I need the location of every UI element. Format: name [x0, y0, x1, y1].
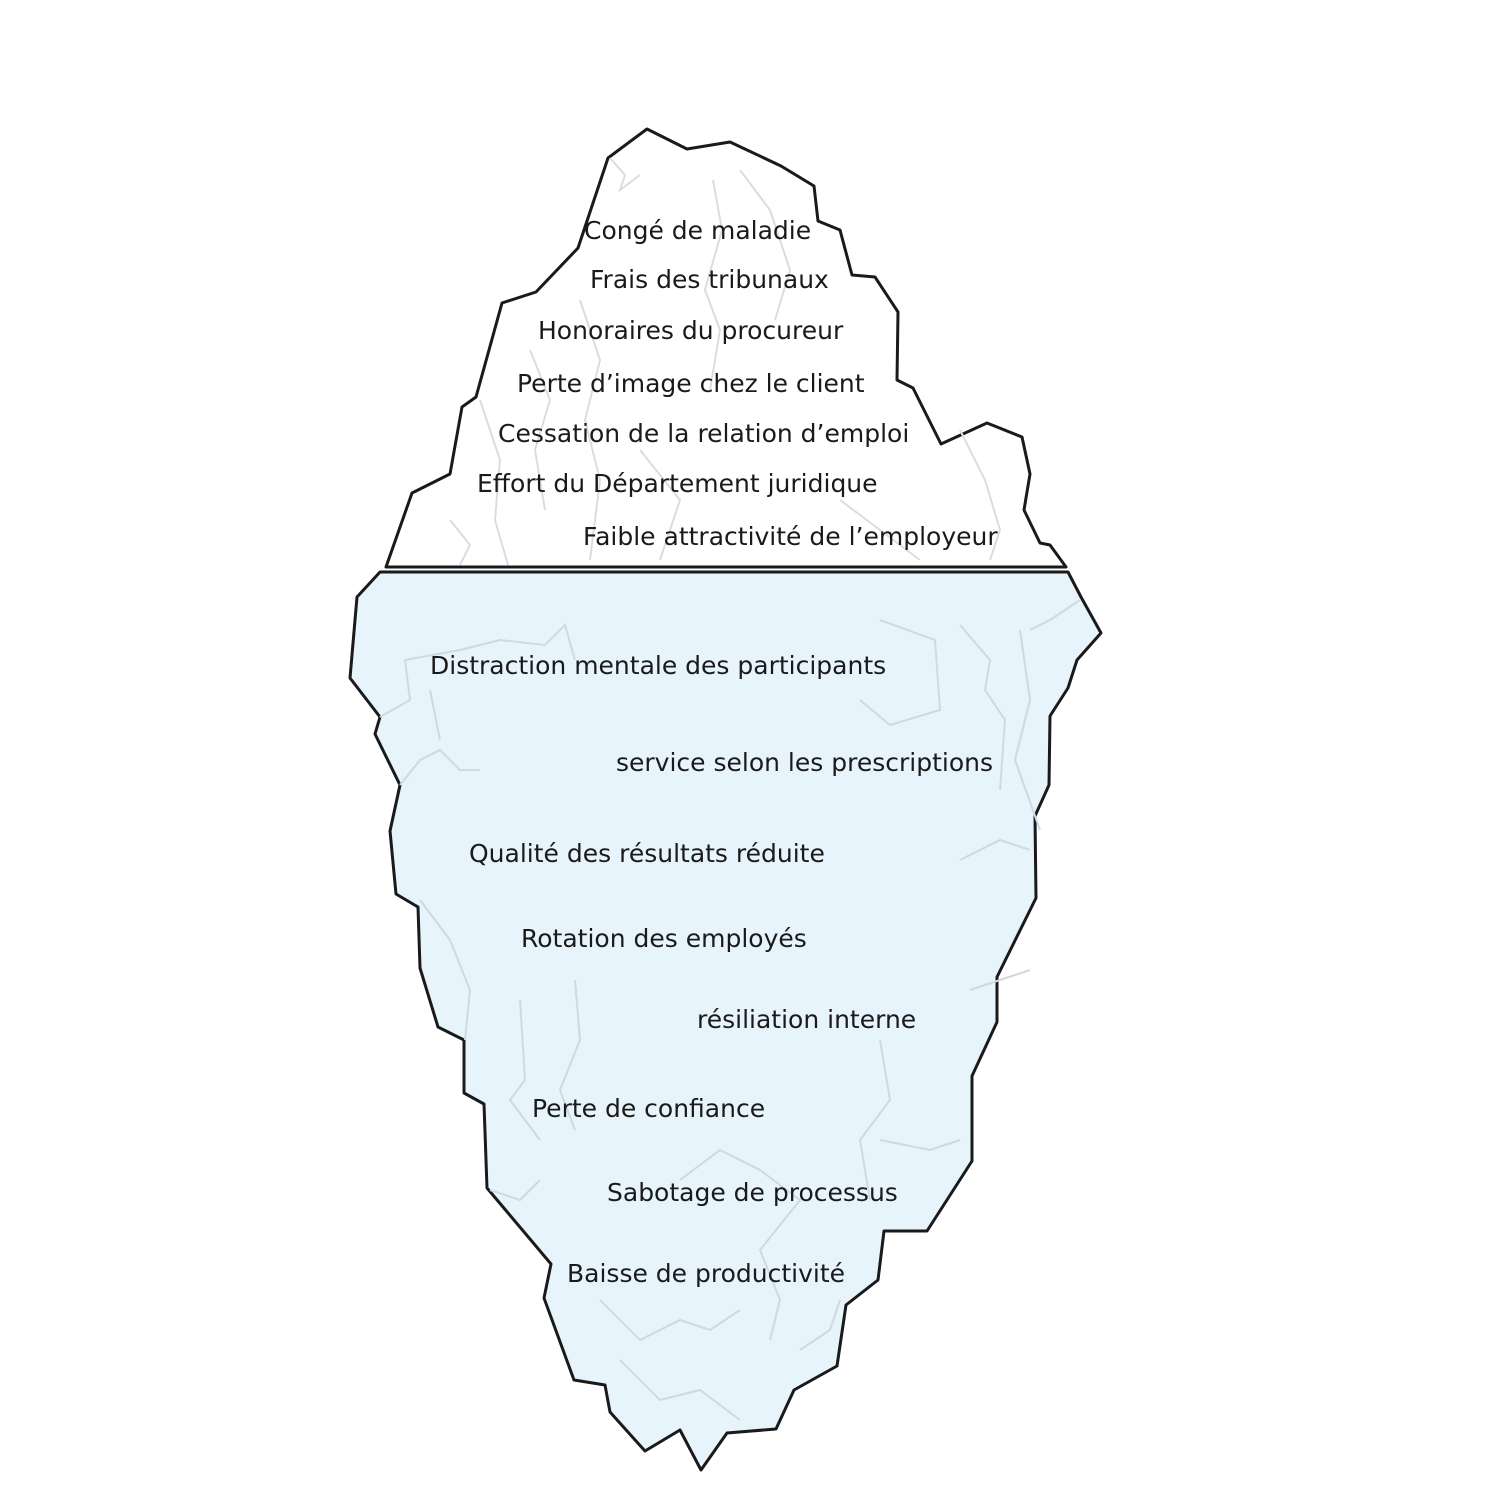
- ice-crack: [1013, 629, 1041, 831]
- ice-crack: [558, 979, 582, 1131]
- below-label: Baisse de productivité: [567, 1259, 846, 1288]
- ice-crack: [799, 1299, 841, 1351]
- ice-crack: [639, 449, 682, 561]
- above-label: Honoraires du procureur: [538, 316, 844, 345]
- ice-crack: [959, 429, 1002, 561]
- ice-crack: [679, 1148, 802, 1341]
- above-label: Faible attractivité de l’employeur: [583, 522, 998, 551]
- ice-crack: [839, 499, 921, 561]
- ice-crack: [859, 619, 942, 727]
- ice-crack: [959, 838, 1031, 861]
- below-label: Distraction mentale des participants: [430, 651, 887, 680]
- ice-crack: [579, 299, 602, 561]
- iceberg-tip: [384, 127, 1068, 569]
- ice-crack: [959, 624, 1007, 791]
- below-label: Qualité des résultats réduite: [469, 839, 825, 868]
- ice-crack: [703, 179, 724, 391]
- ice-crack: [1029, 599, 1081, 631]
- ice-crack: [609, 157, 641, 193]
- ice-crack: [399, 748, 480, 786]
- ice-crack: [879, 1139, 961, 1152]
- above-label: Perte d’image chez le client: [517, 369, 865, 398]
- above-label: Effort du Département juridique: [477, 469, 878, 498]
- ice-crack: [969, 969, 1031, 991]
- above-label: Congé de maladie: [584, 216, 812, 245]
- ice-crack: [508, 999, 541, 1141]
- ice-crack: [419, 899, 472, 1041]
- below-label: Rotation des employés: [521, 924, 807, 953]
- ice-crack: [599, 1299, 741, 1342]
- ice-crack: [379, 623, 576, 718]
- iceberg-submerged: [348, 570, 1103, 1472]
- ice-crack: [489, 1179, 541, 1202]
- ice-crack: [619, 1359, 741, 1421]
- ice-crack: [739, 169, 792, 321]
- ice-crack: [479, 399, 509, 566]
- ice-crack: [429, 689, 441, 741]
- ice-crack: [449, 519, 472, 566]
- above-label: Frais des tribunaux: [590, 265, 829, 294]
- below-label: Perte de confiance: [532, 1094, 766, 1123]
- ice-crack: [529, 349, 552, 511]
- below-label: résiliation interne: [697, 1005, 917, 1034]
- below-label: service selon les prescriptions: [616, 748, 993, 777]
- below-label: Sabotage de processus: [607, 1178, 898, 1207]
- ice-crack: [858, 1039, 892, 1201]
- above-label: Cessation de la relation d’emploi: [498, 419, 910, 448]
